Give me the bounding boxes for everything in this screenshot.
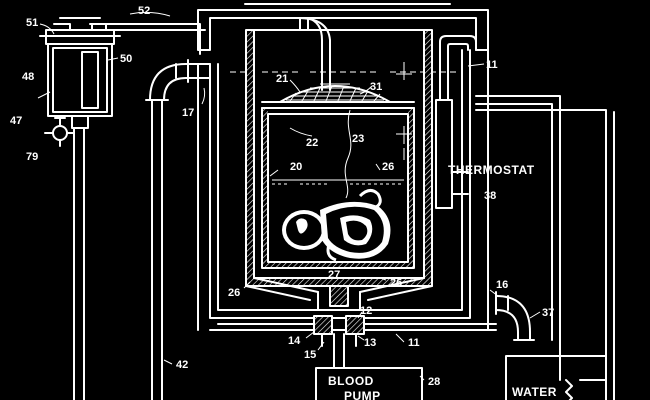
label-11-bottom: 11 bbox=[408, 337, 420, 349]
blood-pump-label-1: BLOOD bbox=[328, 374, 374, 388]
label-37: 37 bbox=[542, 307, 554, 319]
fetus-image bbox=[282, 190, 390, 260]
tube-21 bbox=[298, 18, 330, 90]
blood-pump-label-2: PUMP bbox=[344, 389, 381, 400]
label-79: 79 bbox=[26, 151, 38, 163]
label-12: 12 bbox=[360, 305, 372, 317]
label-28: 28 bbox=[428, 376, 440, 388]
water-label: WATER bbox=[512, 385, 557, 399]
label-13: 13 bbox=[364, 337, 376, 349]
label-26-left: 26 bbox=[228, 287, 240, 299]
label-48: 48 bbox=[22, 71, 34, 83]
label-52: 52 bbox=[138, 5, 150, 17]
right-plumbing bbox=[476, 96, 614, 400]
label-15: 15 bbox=[304, 349, 316, 361]
label-14: 14 bbox=[288, 335, 301, 347]
label-31: 31 bbox=[370, 81, 382, 93]
label-23: 23 bbox=[352, 133, 364, 145]
elbow-37 bbox=[496, 292, 534, 340]
pipe-52 bbox=[92, 24, 205, 54]
outlet-27 bbox=[314, 286, 364, 368]
label-22: 22 bbox=[306, 137, 318, 149]
label-20: 20 bbox=[290, 161, 302, 173]
umbilical-cord-23 bbox=[345, 110, 351, 198]
reservoir-48 bbox=[40, 18, 120, 400]
label-26-right: 26 bbox=[390, 277, 402, 289]
label-38: 38 bbox=[484, 190, 496, 202]
label-16: 16 bbox=[496, 279, 508, 291]
label-26-inner: 26 bbox=[382, 161, 394, 173]
label-47: 47 bbox=[10, 115, 22, 127]
label-50: 50 bbox=[120, 53, 132, 65]
elbow-17 bbox=[146, 60, 210, 100]
label-11-top: 11 bbox=[486, 59, 498, 71]
label-51: 51 bbox=[26, 17, 38, 29]
pipe-42 bbox=[152, 100, 162, 400]
label-42: 42 bbox=[176, 359, 188, 371]
label-17: 17 bbox=[182, 107, 194, 119]
label-21: 21 bbox=[276, 73, 288, 85]
thermostat-label: THERMOSTAT bbox=[448, 163, 535, 177]
label-27: 27 bbox=[328, 269, 340, 281]
valve-79 bbox=[45, 118, 74, 146]
